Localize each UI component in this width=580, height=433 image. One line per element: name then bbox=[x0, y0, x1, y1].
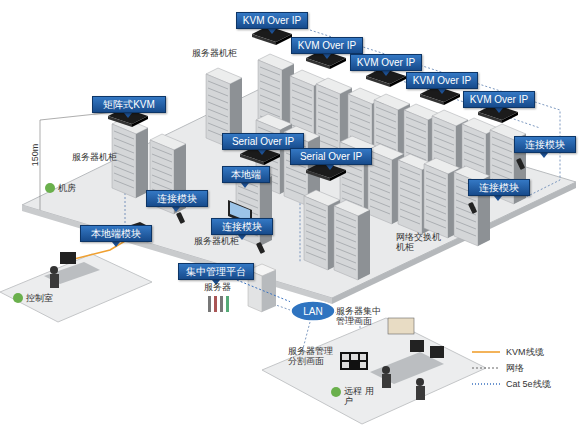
legend-sample bbox=[472, 368, 500, 369]
box-text: KVM Over IP bbox=[243, 15, 301, 26]
operator bbox=[382, 366, 390, 374]
callout-box: Serial Over IP bbox=[290, 148, 372, 165]
operator bbox=[382, 374, 391, 388]
callout-box: 连接模块 bbox=[211, 218, 273, 235]
box-text: 连接模块 bbox=[525, 139, 565, 150]
annotation-label: 服务器管理 分割画面 bbox=[288, 346, 340, 366]
split-screen bbox=[340, 352, 368, 370]
box-text: KVM Over IP bbox=[413, 75, 471, 86]
legend-text: KVM线缆 bbox=[506, 347, 544, 357]
operator bbox=[416, 378, 424, 386]
box-text: 本地端模块 bbox=[91, 228, 141, 239]
box-text: 矩阵式KVM bbox=[103, 99, 155, 110]
annotation-label: 远程 用户 bbox=[344, 386, 374, 406]
annotation-label: 机房 bbox=[58, 183, 98, 193]
box-text: KVM Over IP bbox=[298, 40, 356, 51]
callout-box: 本地端模块 bbox=[80, 225, 152, 242]
control-room-floor bbox=[0, 254, 152, 322]
location-icon bbox=[13, 293, 23, 303]
annotation-label: 服务器 bbox=[204, 282, 244, 292]
operator bbox=[50, 266, 58, 274]
callout-box: KVM Over IP bbox=[291, 37, 363, 54]
box-text: 连接模块 bbox=[157, 193, 197, 204]
box-text: Serial Over IP bbox=[232, 136, 294, 147]
box-text: KVM Over IP bbox=[357, 57, 415, 68]
annotation-label: 服务器机柜 bbox=[72, 152, 122, 162]
callout-box: 集中管理平台 bbox=[178, 263, 254, 280]
annotation-label: 控制室 bbox=[26, 293, 66, 303]
server-rack bbox=[334, 200, 370, 280]
server-rack bbox=[112, 118, 148, 198]
network-connector bbox=[237, 280, 290, 302]
server-rack bbox=[454, 166, 490, 246]
network-line bbox=[125, 30, 560, 360]
callout-box: 矩阵式KVM bbox=[92, 96, 166, 113]
dimension-line bbox=[40, 112, 115, 120]
annotation-label: 服务器机柜 bbox=[192, 48, 252, 58]
box-text: 连接模块 bbox=[479, 182, 519, 193]
cloud-shape bbox=[291, 301, 335, 321]
box-text: 本地端 bbox=[231, 169, 261, 180]
callout-box: 连接模块 bbox=[468, 179, 530, 196]
management-screen bbox=[388, 318, 414, 334]
annotation-label: 服务器集中 管理画面 bbox=[336, 306, 388, 326]
connection-module bbox=[176, 212, 185, 224]
annotation-label: 网络交换机 机柜 bbox=[396, 232, 448, 252]
box-text: 连接模块 bbox=[222, 221, 262, 232]
callout-pointer bbox=[112, 29, 548, 285]
monitor bbox=[410, 340, 424, 352]
box-text: LAN bbox=[303, 306, 322, 317]
callout-box: KVM Over IP bbox=[406, 72, 478, 89]
callout-box: KVM Over IP bbox=[236, 12, 308, 29]
connection-module bbox=[256, 242, 265, 254]
callout-box: KVM Over IP bbox=[463, 91, 535, 108]
legend-text: Cat 5e线缆 bbox=[506, 379, 551, 389]
legend-sample bbox=[472, 383, 500, 384]
connection-module bbox=[468, 202, 477, 214]
user-figures bbox=[208, 296, 229, 312]
operator bbox=[416, 386, 425, 400]
box-text: KVM Over IP bbox=[470, 94, 528, 105]
box-text: Serial Over IP bbox=[300, 151, 362, 162]
operator bbox=[50, 274, 59, 288]
monitor bbox=[60, 252, 76, 264]
location-icon bbox=[45, 183, 55, 193]
callout-box: 连接模块 bbox=[514, 136, 576, 153]
split-screen bbox=[342, 354, 366, 368]
callout-box: 本地端 bbox=[222, 166, 270, 183]
callout-box: KVM Over IP bbox=[350, 54, 422, 71]
legend-text: 网络 bbox=[506, 363, 524, 373]
annotation-label: 服务器机柜 bbox=[194, 236, 254, 246]
annotation-label: 150m bbox=[30, 144, 40, 167]
location-icon bbox=[331, 387, 341, 397]
remote-floor bbox=[262, 318, 486, 424]
box-text: 集中管理平台 bbox=[186, 266, 246, 277]
connection-module bbox=[516, 158, 525, 170]
callout-box: 连接模块 bbox=[146, 190, 208, 207]
monitor bbox=[430, 346, 444, 358]
legend-sample bbox=[472, 351, 500, 353]
network-cloud: LAN bbox=[290, 300, 336, 322]
